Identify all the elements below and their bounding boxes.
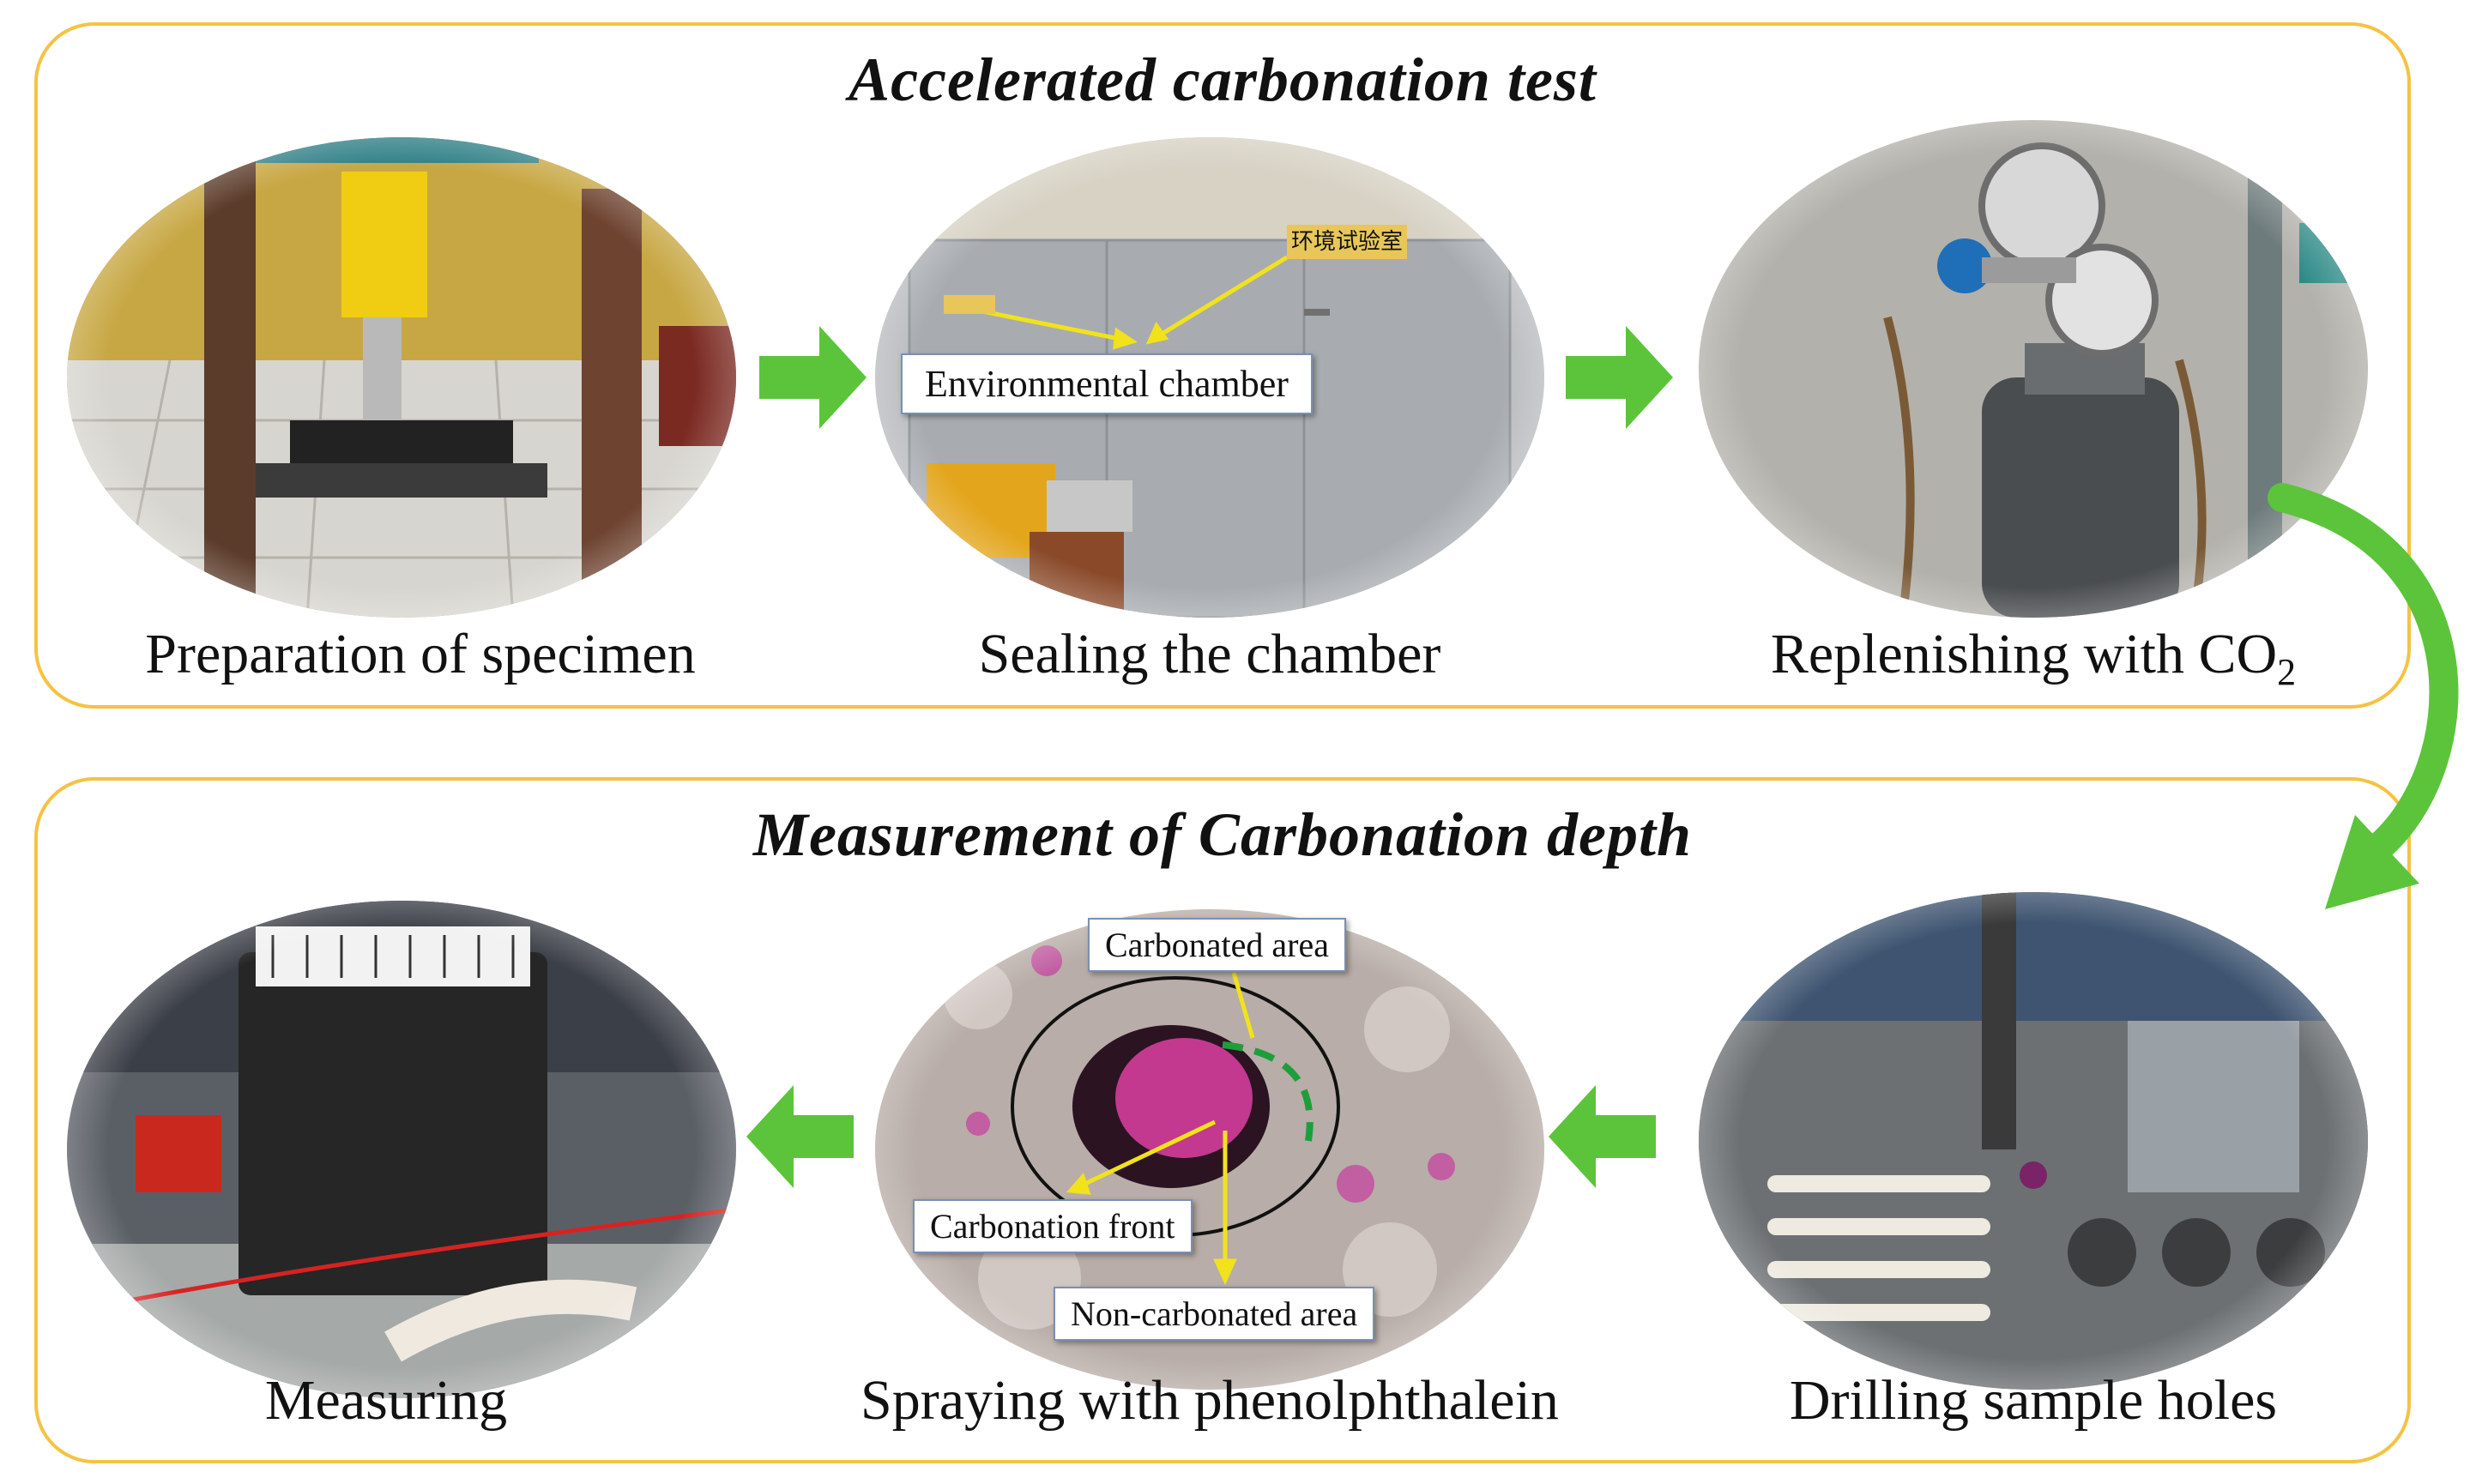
caption-measuring: Measuring bbox=[264, 1369, 508, 1432]
chamber-sign: 环境试验室 bbox=[1287, 225, 1407, 259]
caption-spraying-with-phenolphthalein: Spraying with phenolphthalein bbox=[861, 1369, 1559, 1432]
label-carbonation-front: Carbonation front bbox=[913, 1199, 1193, 1253]
photo-drilling-sample-holes bbox=[1699, 892, 2368, 1390]
caption-drilling-sample-holes: Drilling sample holes bbox=[1789, 1369, 2278, 1432]
caption-subscript: 2 bbox=[2277, 651, 2297, 694]
caption-preparation-of-specimen: Preparation of specimen bbox=[145, 623, 696, 685]
label-non-carbonated-area: Non-carbonated area bbox=[1054, 1287, 1375, 1341]
bottom-panel-title: Measurement of Carbonation depth bbox=[752, 800, 1693, 869]
photo-preparation-of-specimen bbox=[67, 137, 736, 618]
label-carbonated-area: Carbonated area bbox=[1088, 918, 1346, 972]
top-panel-title: Accelerated carbonation test bbox=[848, 45, 1597, 114]
label-environmental-chamber: Environmental chamber bbox=[901, 353, 1313, 414]
caption-sealing-the-chamber: Sealing the chamber bbox=[978, 623, 1441, 685]
photo-measuring bbox=[67, 901, 736, 1398]
photo-replenishing-with-co2 bbox=[1699, 120, 2368, 618]
caption-replenishing-with-co2: Replenishing with CO2 bbox=[1770, 623, 2297, 694]
chamber-sign-text: 环境试验室 bbox=[1290, 229, 1403, 255]
